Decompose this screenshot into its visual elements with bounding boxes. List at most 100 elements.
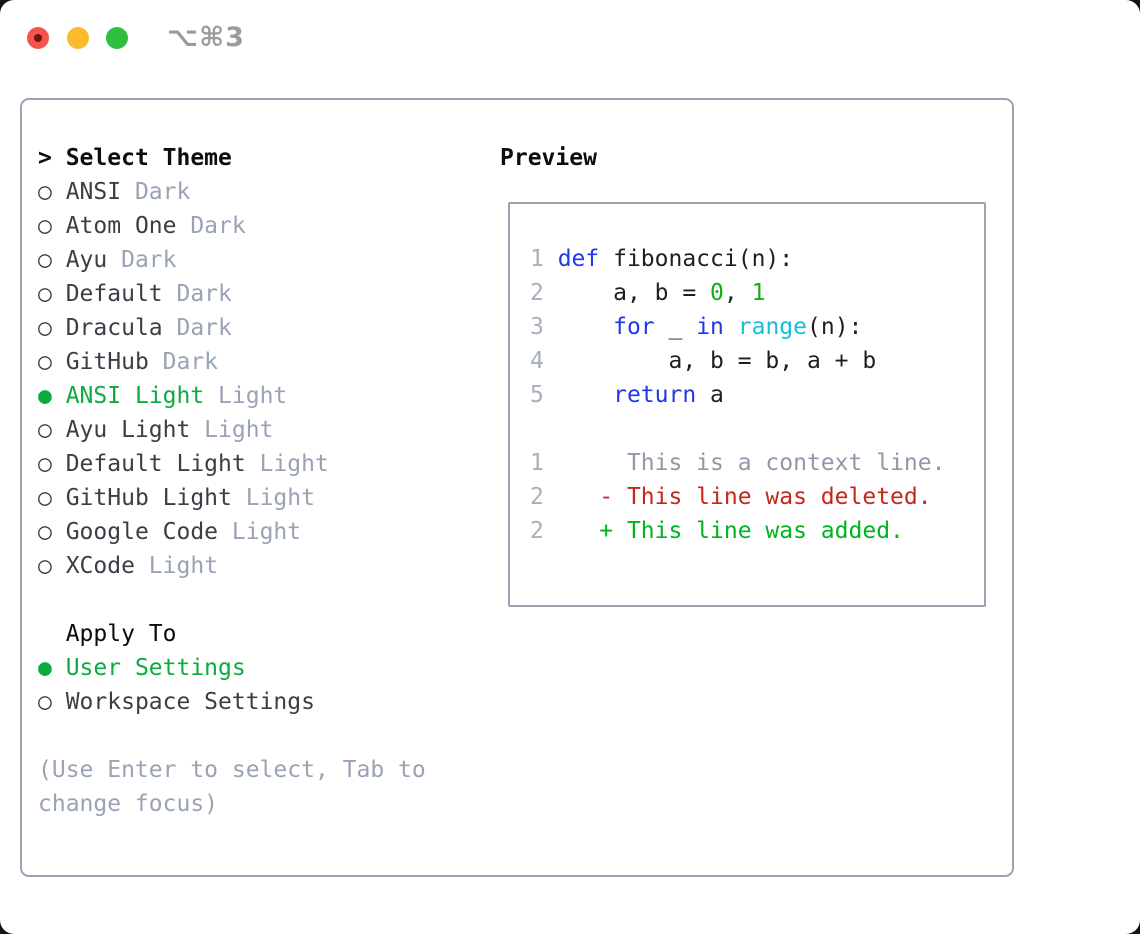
code-segment: 0 <box>710 280 724 306</box>
radio-icon: ○ <box>38 417 66 443</box>
code-segment: (n): <box>807 314 863 340</box>
zoom-button-icon[interactable] <box>106 27 128 49</box>
titlebar: ⌥⌘3 <box>0 0 1140 80</box>
line-number: 2 <box>530 280 558 306</box>
theme-option[interactable]: ○ XCode Light <box>38 549 426 583</box>
theme-option[interactable]: ○ GitHub Dark <box>38 345 426 379</box>
theme-option[interactable]: ○ Default Light Light <box>38 447 426 481</box>
apply-to-name: User Settings <box>65 655 246 681</box>
theme-variant: Dark <box>176 213 246 239</box>
line-number: 2 <box>530 484 544 510</box>
spacer-row <box>38 719 426 753</box>
theme-variant: Light <box>134 553 219 579</box>
theme-name: Default Light <box>65 451 246 477</box>
theme-name: Ayu Light <box>65 417 191 443</box>
theme-variant: Light <box>245 451 329 477</box>
apply-to-name: Workspace Settings <box>65 689 315 715</box>
radio-icon: ○ <box>38 519 66 545</box>
code-segment: a, b = b, a + b <box>557 348 877 374</box>
line-number: 1 <box>530 450 544 476</box>
window-shortcut-label: ⌥⌘3 <box>167 22 245 53</box>
radio-icon: ○ <box>38 349 66 375</box>
theme-variant: Dark <box>162 281 232 307</box>
theme-option[interactable]: ○ Google Code Light <box>38 515 426 549</box>
line-number: 3 <box>530 314 558 340</box>
code-segment: for <box>613 314 655 340</box>
theme-option[interactable]: ○ ANSI Dark <box>38 175 426 209</box>
code-line: 2 a, b = 0, 1 <box>530 276 984 310</box>
code-line: 1 def fibonacci(n): <box>530 242 984 276</box>
keyboard-hint: (Use Enter to select, Tab to <box>38 753 426 787</box>
theme-variant: Dark <box>107 247 177 273</box>
line-number: 2 <box>530 518 544 544</box>
line-number: 4 <box>530 348 558 374</box>
code-line: 4 a, b = b, a + b <box>530 344 984 378</box>
theme-name: Ayu <box>65 247 108 273</box>
apply-to-option[interactable]: ○ Workspace Settings <box>38 685 426 719</box>
code-segment: - This line was deleted. <box>543 484 932 510</box>
theme-option[interactable]: ○ GitHub Light Light <box>38 481 426 515</box>
theme-name: ANSI Light <box>65 383 205 409</box>
code-segment <box>558 382 613 408</box>
theme-list-title: Select Theme <box>65 145 232 171</box>
code-segment: range <box>737 314 807 340</box>
theme-list: > Select Theme○ ANSI Dark○ Atom One Dark… <box>38 141 426 821</box>
code-segment: _ <box>654 314 697 340</box>
focus-caret-icon: > <box>38 145 66 171</box>
radio-icon: ○ <box>38 553 66 579</box>
theme-option[interactable]: ● ANSI Light Light <box>38 379 426 413</box>
apply-to-header: Apply To <box>38 617 426 651</box>
apply-to-title: Apply To <box>38 621 177 647</box>
code-line: 5 return a <box>530 378 984 412</box>
code-line: 2 + This line was added. <box>530 514 984 548</box>
close-button-icon[interactable] <box>27 27 49 49</box>
code-segment <box>724 314 738 340</box>
line-number: 5 <box>530 382 558 408</box>
theme-variant: Light <box>218 519 302 545</box>
code-segment: a <box>696 382 724 408</box>
apply-to-option[interactable]: ● User Settings <box>38 651 426 685</box>
theme-name: Atom One <box>65 213 177 239</box>
code-segment: fibonacci(n): <box>613 246 794 272</box>
radio-icon: ○ <box>38 689 66 715</box>
code-segment: return <box>613 382 697 408</box>
spacer-row <box>38 583 426 617</box>
theme-name: Google Code <box>65 519 219 545</box>
radio-icon: ○ <box>38 247 66 273</box>
theme-option[interactable]: ○ Ayu Dark <box>38 243 426 277</box>
preview-title: Preview <box>500 145 597 171</box>
keyboard-hint-text: (Use Enter to select, Tab to <box>38 757 426 783</box>
theme-variant: Dark <box>121 179 191 205</box>
code-segment: This is a context line. <box>543 450 946 476</box>
radio-icon: ○ <box>38 451 66 477</box>
theme-picker-panel: > Select Theme○ ANSI Dark○ Atom One Dark… <box>20 98 1014 877</box>
line-number: 1 <box>530 246 558 272</box>
theme-option[interactable]: ○ Default Dark <box>38 277 426 311</box>
theme-option[interactable]: ○ Ayu Light Light <box>38 413 426 447</box>
code-segment: , <box>723 280 752 306</box>
code-segment: in <box>696 314 724 340</box>
radio-icon: ○ <box>38 315 66 341</box>
theme-name: ANSI <box>65 179 122 205</box>
code-line: 1 This is a context line. <box>530 446 984 480</box>
minimize-button-icon[interactable] <box>67 27 89 49</box>
theme-name: Dracula <box>65 315 163 341</box>
radio-icon: ○ <box>38 281 66 307</box>
theme-name: GitHub <box>65 349 149 375</box>
code-line: 2 - This line was deleted. <box>530 480 984 514</box>
code-segment <box>558 314 613 340</box>
code-segment: a, b = <box>557 280 711 306</box>
code-segment: 1 <box>751 280 766 306</box>
theme-variant: Dark <box>148 349 219 375</box>
radio-icon: ● <box>38 655 66 681</box>
code-blank-line <box>530 412 984 446</box>
theme-variant: Light <box>231 485 315 511</box>
theme-variant: Light <box>204 383 288 409</box>
radio-icon: ○ <box>38 213 66 239</box>
keyboard-hint: change focus) <box>38 787 426 821</box>
keyboard-hint-text: change focus) <box>38 791 219 817</box>
theme-option[interactable]: ○ Atom One Dark <box>38 209 426 243</box>
code-line: 3 for _ in range(n): <box>530 310 984 344</box>
theme-option[interactable]: ○ Dracula Dark <box>38 311 426 345</box>
radio-icon: ● <box>38 383 66 409</box>
